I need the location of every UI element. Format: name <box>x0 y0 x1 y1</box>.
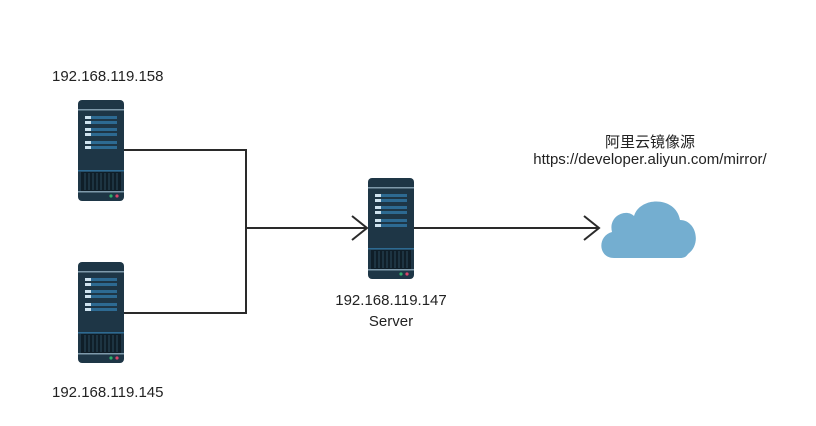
main-server-icon <box>367 177 415 280</box>
client2-server-icon <box>77 261 125 364</box>
connector-lines <box>124 149 601 314</box>
client1-ip-label: 192.168.119.158 <box>52 68 164 85</box>
server-ip-label: 192.168.119.147 <box>335 292 447 309</box>
client1-server-icon <box>77 99 125 202</box>
mirror-url-label: https://developer.aliyun.com/mirror/ <box>533 151 767 168</box>
server-role-label: Server <box>368 313 414 330</box>
cloud-icon <box>601 201 696 258</box>
client2-ip-label: 192.168.119.145 <box>52 384 164 401</box>
mirror-name-label: 阿里云镜像源 <box>604 134 696 151</box>
